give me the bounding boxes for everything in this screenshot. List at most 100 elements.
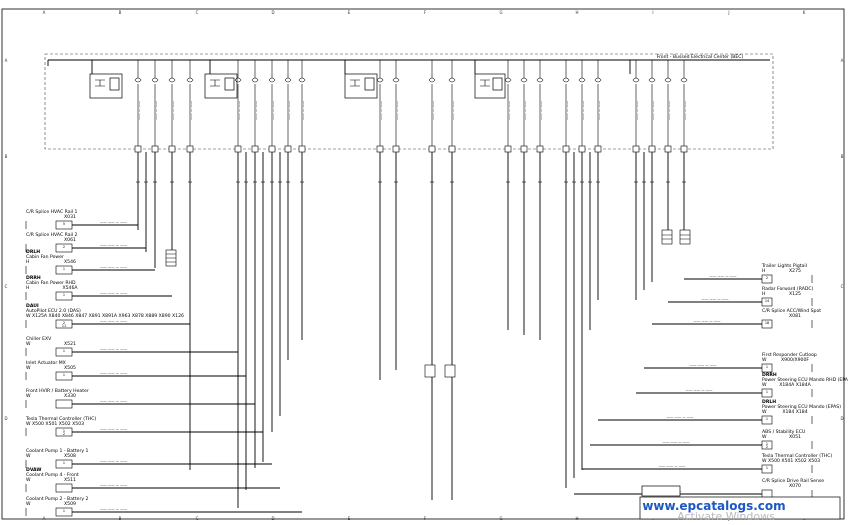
component-id: X546A bbox=[62, 285, 78, 291]
bec-pin bbox=[562, 145, 570, 153]
left-component: Tesla Thermal Controller (THC)W X500 X50… bbox=[25, 416, 263, 437]
component-id: X330 bbox=[64, 393, 76, 399]
component-name: Tesla Thermal Controller (THC) bbox=[25, 416, 96, 422]
component-id: X081 bbox=[789, 313, 801, 319]
component-id: X184 X184 bbox=[782, 409, 807, 415]
fuse-icon bbox=[376, 77, 384, 83]
wire-code: —— —— — —— bbox=[663, 440, 691, 444]
column-label: B bbox=[119, 10, 122, 15]
component-name: Front HVIR / Battery Heater bbox=[26, 388, 89, 394]
pin-number: 2 bbox=[63, 432, 65, 436]
component-id: X125 bbox=[789, 291, 801, 297]
component-subtext: W bbox=[26, 477, 31, 483]
bec-pin bbox=[680, 145, 688, 153]
component-subtext: W X500 X501 X502 X503 bbox=[26, 421, 84, 427]
component-subtext: W bbox=[762, 434, 767, 440]
component-id: X070 bbox=[789, 483, 801, 489]
fuse-wire-code: —— — —— bbox=[523, 100, 527, 120]
bec-pin bbox=[268, 145, 276, 153]
pin-number: 1 bbox=[63, 509, 65, 513]
component-id: X031 bbox=[64, 214, 76, 220]
relay-group-4 bbox=[474, 73, 506, 99]
fuse-icon bbox=[134, 77, 142, 83]
fuse-icon bbox=[268, 77, 276, 83]
component-variant-tag: DAUI bbox=[26, 303, 39, 309]
connector-box bbox=[55, 483, 73, 493]
fuse-wire-code: —— — —— bbox=[379, 100, 383, 120]
relay-group-3 bbox=[344, 73, 378, 99]
fuse-icon bbox=[578, 77, 586, 83]
bec-connectors bbox=[134, 145, 688, 153]
component-name: Trailer Lights Pigtail bbox=[761, 263, 807, 269]
bec-pin bbox=[234, 145, 242, 153]
column-label: H bbox=[575, 516, 578, 521]
bec-title: Front - Bussed Electrical Center (BEC) bbox=[657, 54, 744, 60]
component-id: X184A X184A bbox=[779, 382, 811, 388]
fuse-icon bbox=[448, 77, 456, 83]
row-label: C bbox=[841, 284, 844, 289]
component-name: AutoPilot ECU 2.0 (DAS) bbox=[26, 308, 81, 314]
column-label: G bbox=[499, 516, 502, 521]
wire-code: —— —— — —— bbox=[694, 319, 722, 323]
pin-number: 18 bbox=[765, 321, 769, 325]
bec-pin bbox=[151, 145, 159, 153]
component-name: Power Steering ECU Mando (EPAS) bbox=[762, 404, 841, 410]
fuse-icon bbox=[680, 77, 688, 83]
column-label: A bbox=[43, 516, 46, 521]
bec-pin bbox=[298, 145, 306, 153]
bec-pin bbox=[186, 145, 194, 153]
fuse-icon bbox=[664, 77, 672, 83]
splice-drive-rail-box bbox=[641, 485, 681, 497]
fuse-icon bbox=[520, 77, 528, 83]
row-label: A bbox=[5, 58, 8, 63]
relay-group-2 bbox=[204, 73, 238, 99]
wire-code: —— —— — —— bbox=[690, 363, 718, 367]
column-label: J bbox=[727, 10, 729, 15]
component-subtext: W X125A X840 X846 X847 X891 X891A X963 X… bbox=[26, 313, 184, 319]
component-subtext: W bbox=[762, 382, 767, 388]
bec-pin bbox=[284, 145, 292, 153]
component-id: X900/X900F bbox=[781, 357, 809, 363]
component-name: Cabin Fan Power RHD bbox=[26, 280, 76, 286]
column-label: F bbox=[424, 10, 427, 15]
pin-number: 1 bbox=[766, 466, 768, 470]
fuse-icon bbox=[428, 77, 436, 83]
column-label: F bbox=[424, 516, 427, 521]
splice-blocks bbox=[165, 229, 691, 378]
bec-pin bbox=[536, 145, 544, 153]
column-label: G bbox=[499, 10, 502, 15]
bec-bus-drops bbox=[91, 60, 631, 74]
fuse-icon bbox=[284, 77, 292, 83]
component-variant-tag: DRRH bbox=[762, 372, 777, 378]
fuse-wire-code: —— — —— bbox=[154, 100, 158, 120]
component-subtext: W bbox=[26, 365, 31, 371]
component-id: X061 bbox=[64, 237, 76, 243]
component-subtext: W bbox=[762, 357, 767, 363]
fuse-icon bbox=[168, 77, 176, 83]
pin-number: 1 bbox=[766, 417, 768, 421]
fuse-wire-code: —— — —— bbox=[271, 100, 275, 120]
fuse-wire-code: —— — —— bbox=[395, 100, 399, 120]
component-name: Cabin Fan Power bbox=[26, 254, 64, 260]
fuse-wire-code: —— — —— bbox=[137, 100, 141, 120]
column-label: C bbox=[196, 10, 199, 15]
fuse-wire-code: —— — —— bbox=[635, 100, 639, 120]
column-label: K bbox=[803, 10, 806, 15]
fuse-wire-code: —— — —— bbox=[667, 100, 671, 120]
pin-number: 14 bbox=[765, 299, 769, 303]
component-name: C/R Splice Drive Rail Sense bbox=[762, 478, 824, 484]
activate-windows-overlay: Activate Windows bbox=[677, 510, 775, 521]
fuse-wire-code: —— — —— bbox=[431, 100, 435, 120]
column-label: C bbox=[196, 516, 199, 521]
fuse-icon bbox=[594, 77, 602, 83]
pin-number: 1 bbox=[63, 373, 65, 377]
pin-number: 5 bbox=[63, 222, 65, 226]
wire-code: —— —— — —— bbox=[100, 265, 128, 269]
wire-code: —— —— — —— bbox=[100, 347, 128, 351]
sheet-border bbox=[1, 8, 845, 520]
